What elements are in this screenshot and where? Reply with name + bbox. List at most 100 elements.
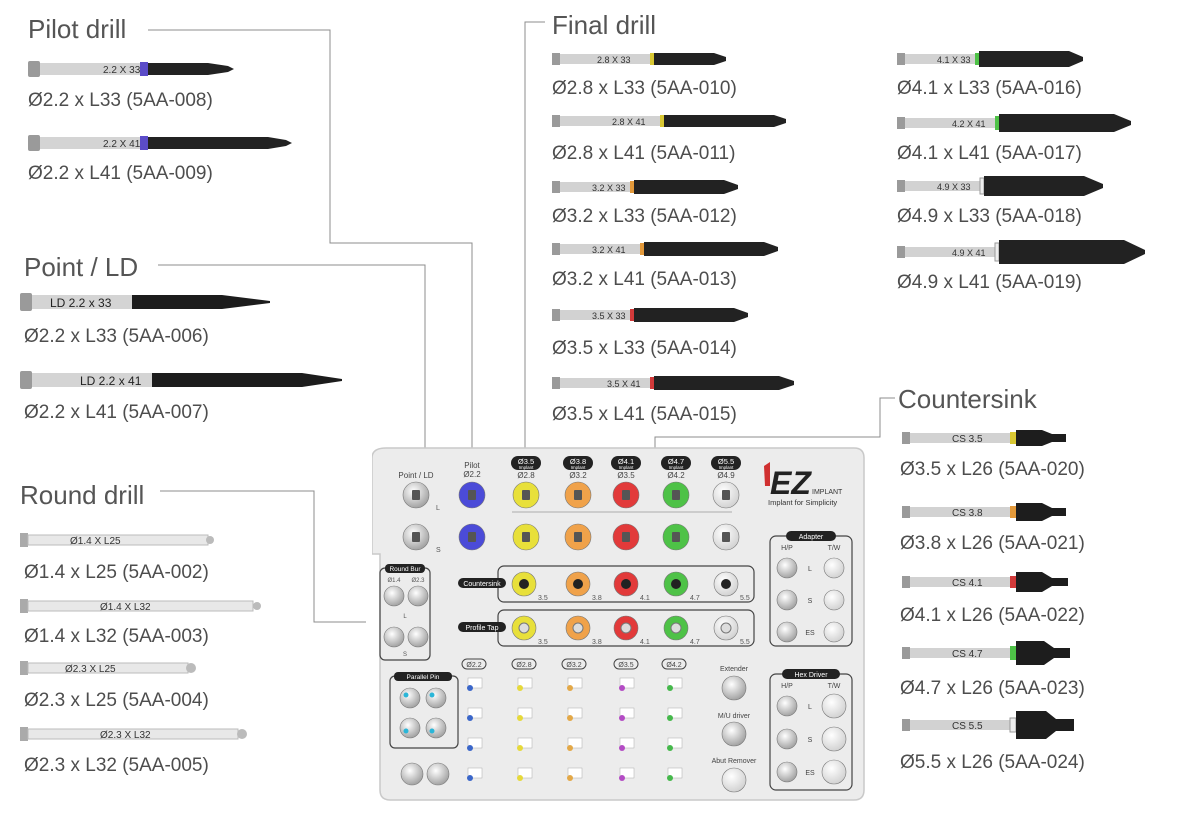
round-1-engraving: Ø1.4 X L25 [70,536,121,547]
point-ld-41-image: LD 2.2 x 41 [20,371,342,389]
extender-group: Extender M/U driver Abut Remover [712,666,757,793]
svg-text:S: S [808,737,813,744]
svg-text:5.5: 5.5 [740,639,750,646]
svg-text:H/P: H/P [781,545,793,552]
svg-text:Ø5.5: Ø5.5 [718,457,734,466]
leader-pilot [148,29,473,455]
final-3-engraving: 3.2 X 33 [592,183,626,193]
pin-size-22: Ø2.2 [461,658,487,670]
pilot-33-engraving: 2.2 X 33 [103,65,141,76]
final-drill-6-label: Ø3.5 x L41 (5AA-015) [552,404,737,425]
final-drill-2-label: Ø2.8 x L41 (5AA-011) [552,143,736,164]
final-drill-5-label: Ø3.5 x L33 (5AA-014) [552,338,737,359]
countersink-5-label: Ø5.5 x L26 (5AA-024) [900,752,1085,773]
final-drill-3-label: Ø3.2 x L33 (5AA-012) [552,206,737,227]
svg-text:Implant: Implant [571,465,587,470]
round-drill-4-image: Ø2.3 X L32 [20,727,247,741]
svg-text:Ø3.8: Ø3.8 [570,457,586,466]
countersink-2-image: CS 3.8 [902,503,1066,521]
countersink-row: Countersink 3.5 3.8 4.1 4.7 5.5 [458,565,755,603]
svg-text:Implant: Implant [519,465,535,470]
svg-text:T/W: T/W [828,683,841,690]
svg-text:Ø4.1: Ø4.1 [618,457,634,466]
svg-text:Ø2.8: Ø2.8 [516,662,531,669]
pin-size-35: Ø3.5 [613,658,639,670]
svg-text:Implant: Implant [669,465,685,470]
countersink-4-label: Ø4.7 x L26 (5AA-023) [900,678,1085,699]
svg-text:Ø3.5: Ø3.5 [617,471,635,480]
countersink-heading: Countersink [898,384,1037,414]
svg-text:Implant: Implant [719,465,735,470]
final-drill-9-label: Ø4.9 x L33 (5AA-018) [897,206,1082,227]
svg-text:Ø2.3: Ø2.3 [411,578,425,584]
final-4-engraving: 3.2 X 41 [592,245,626,255]
final-drill-5-image: 3.5 X 33 [552,308,748,322]
parallel-pin-group: Parallel Pin [389,672,459,786]
final-drill-1-label: Ø2.8 x L33 (5AA-010) [552,78,737,99]
col-label-pilot: Pilot [464,461,480,470]
countersink-5-image: CS 5.5 [902,711,1074,739]
final-drill-3-image: 3.2 X 33 [552,180,738,194]
leader-point [158,264,426,455]
final-6-engraving: 3.5 X 41 [607,379,641,389]
final-drill-9-image: 4.9 X 33 [897,176,1103,196]
final-drill-4-image: 3.2 X 41 [552,242,778,256]
point-33-engraving: LD 2.2 x 33 [50,296,112,310]
countersink-3-label: Ø4.1 x L26 (5AA-022) [900,605,1085,626]
svg-text:L: L [808,704,812,711]
round-drill-3-image: Ø2.3 X L25 [20,661,196,675]
round-bur-group: Round Bur Ø1.4 Ø2.3 L S [379,564,431,661]
final-drill-heading: Final drill [552,10,657,40]
round-drill-4-label: Ø2.3 x L32 (5AA-005) [24,755,209,776]
pilot-drill-41-image: 2.2 X 41 [28,135,292,151]
svg-text:Abut Remover: Abut Remover [712,758,757,765]
svg-text:5.5: 5.5 [740,595,750,602]
leader-final [524,21,545,455]
adapter-group: Adapter H/P T/W L S ES [769,531,853,647]
round-drill-heading: Round drill [20,480,145,510]
round-3-engraving: Ø2.3 X L25 [65,664,116,675]
svg-text:Ø3.2: Ø3.2 [569,471,587,480]
svg-text:T/W: T/W [828,545,841,552]
round-drill-1-image: Ø1.4 X L25 [20,533,214,547]
round-drill-1-label: Ø1.4 x L25 (5AA-002) [24,562,209,583]
pilot-drill-heading: Pilot drill [28,14,127,44]
svg-text:S: S [808,598,813,605]
final-drill-8-label: Ø4.1 x L41 (5AA-017) [897,143,1082,164]
pin-size-42: Ø4.2 [661,658,687,670]
point-ld-heading: Point / LD [24,252,139,282]
svg-text:3.5: 3.5 [538,595,548,602]
countersink-4-engraving: CS 4.7 [952,649,983,660]
final-drill-8-image: 4.2 X 41 [897,114,1131,132]
svg-text:L: L [808,566,812,573]
final-5-engraving: 3.5 X 33 [592,311,626,321]
countersink-3-image: CS 4.1 [902,572,1068,592]
pilot-drill-33-label: Ø2.2 x L33 (5AA-008) [28,90,213,111]
svg-text:4.7: 4.7 [690,639,700,646]
pilot-drill-33-image: 2.2 X 33 [28,61,234,77]
countersink-1-engraving: CS 3.5 [952,434,983,445]
point-ld-41-label: Ø2.2 x L41 (5AA-007) [24,402,209,423]
final-9-engraving: 4.9 X 33 [937,182,971,192]
svg-text:4.1: 4.1 [640,595,650,602]
svg-text:ES: ES [805,630,815,637]
svg-text:Ø1.4: Ø1.4 [387,578,401,584]
ez-logo: EZ IMPLANT Implant for Simplicity [764,462,843,507]
countersink-1-label: Ø3.5 x L26 (5AA-020) [900,459,1085,480]
pin-size-28: Ø2.8 [511,658,537,670]
svg-text:Ø3.5: Ø3.5 [518,457,534,466]
final-drill-6-image: 3.5 X 41 [552,376,794,390]
svg-text:Parallel Pin: Parallel Pin [407,674,440,681]
final-drill-10-label: Ø4.9 x L41 (5AA-019) [897,272,1082,293]
svg-text:Ø4.2: Ø4.2 [667,471,685,480]
svg-text:3.8: 3.8 [592,639,602,646]
pin-grid [467,677,683,781]
col-label-point: Point / LD [398,471,433,480]
countersink-2-label: Ø3.8 x L26 (5AA-021) [900,533,1085,554]
final-drill-2-image: 2.8 X 41 [552,115,786,127]
